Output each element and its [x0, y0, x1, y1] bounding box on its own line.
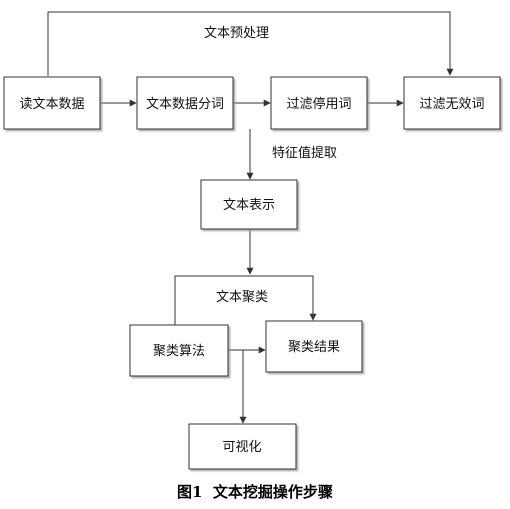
- node-cluster-algo-label: 聚类算法: [153, 344, 205, 359]
- node-read-text-label: 读文本数据: [19, 97, 84, 112]
- node-visualize-label: 可视化: [222, 440, 261, 455]
- node-filter-invalid-label: 过滤无效词: [419, 97, 484, 112]
- node-segment-label: 文本数据分词: [146, 97, 224, 112]
- node-cluster-result: 聚类结果: [265, 320, 363, 373]
- node-cluster-algo: 聚类算法: [129, 324, 229, 377]
- edge-cluster-loop-left: [174, 275, 250, 325]
- label-text-cluster: 文本聚类: [216, 290, 268, 305]
- node-representation-label: 文本表示: [223, 198, 275, 213]
- node-visualize: 可视化: [188, 423, 297, 470]
- node-segment: 文本数据分词: [136, 76, 234, 130]
- figure-caption: 图1 文本挖掘操作步骤: [177, 483, 333, 501]
- label-preprocess: 文本预处理: [204, 26, 269, 41]
- node-filter-stop: 过滤停用词: [270, 76, 368, 130]
- node-read-text: 读文本数据: [3, 76, 101, 130]
- edges: [47, 11, 454, 424]
- label-feature-extract: 特征值提取: [272, 145, 337, 161]
- node-cluster-result-label: 聚类结果: [288, 340, 340, 355]
- edge-preprocess: [47, 11, 454, 76]
- node-filter-stop-label: 过滤停用词: [286, 96, 351, 112]
- node-filter-invalid: 过滤无效词: [403, 76, 501, 130]
- node-representation: 文本表示: [200, 179, 298, 230]
- edge-cluster-loop-right: [250, 275, 317, 321]
